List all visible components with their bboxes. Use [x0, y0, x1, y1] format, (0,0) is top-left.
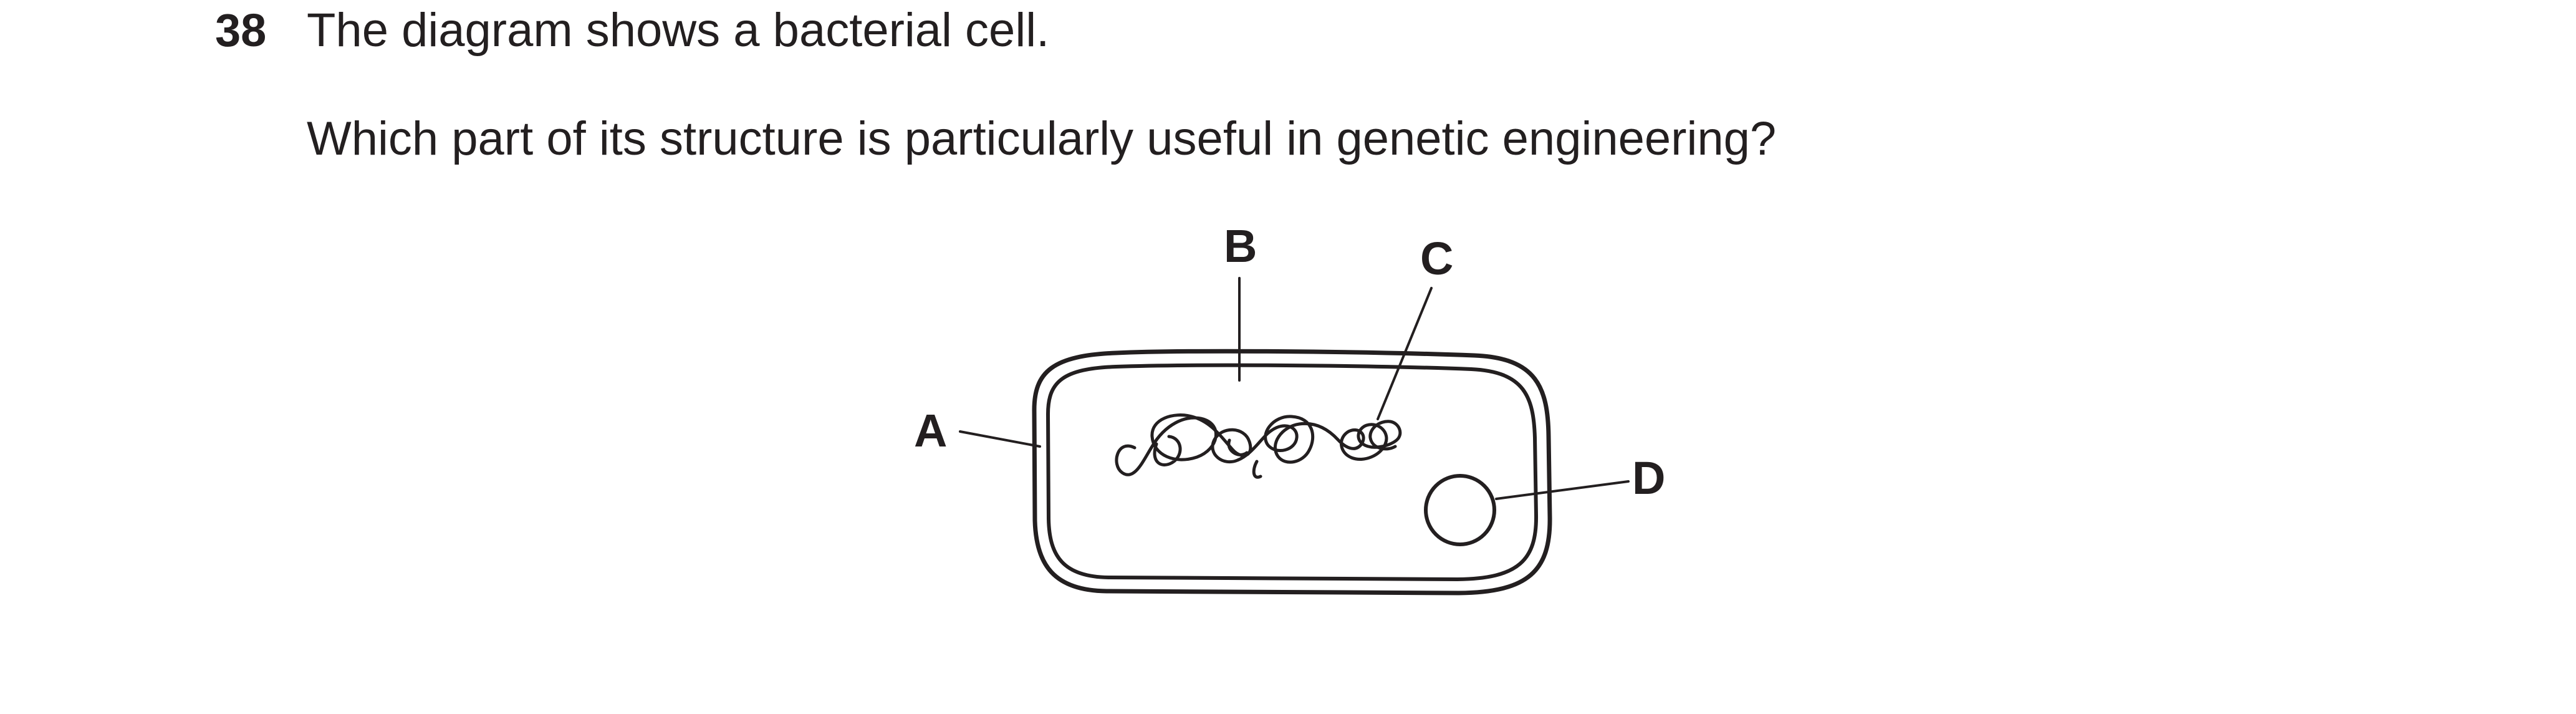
leader-line-d: [1495, 480, 1630, 500]
cell-wall-outline: [1032, 349, 1552, 596]
leader-line-c: [1377, 287, 1433, 420]
label-b: B: [1224, 220, 1257, 272]
label-c: C: [1420, 233, 1453, 284]
label-a: A: [914, 405, 947, 456]
question-prompt: Which part of its structure is particula…: [307, 112, 1777, 165]
leader-line-a: [959, 430, 1041, 448]
label-d: D: [1632, 452, 1665, 504]
question-number: 38: [215, 4, 267, 56]
chromosome-dna: [1115, 413, 1402, 479]
question-stem: The diagram shows a bacterial cell.: [307, 4, 1050, 57]
plasmid: [1424, 474, 1496, 546]
cell-membrane-outline: [1046, 363, 1539, 581]
